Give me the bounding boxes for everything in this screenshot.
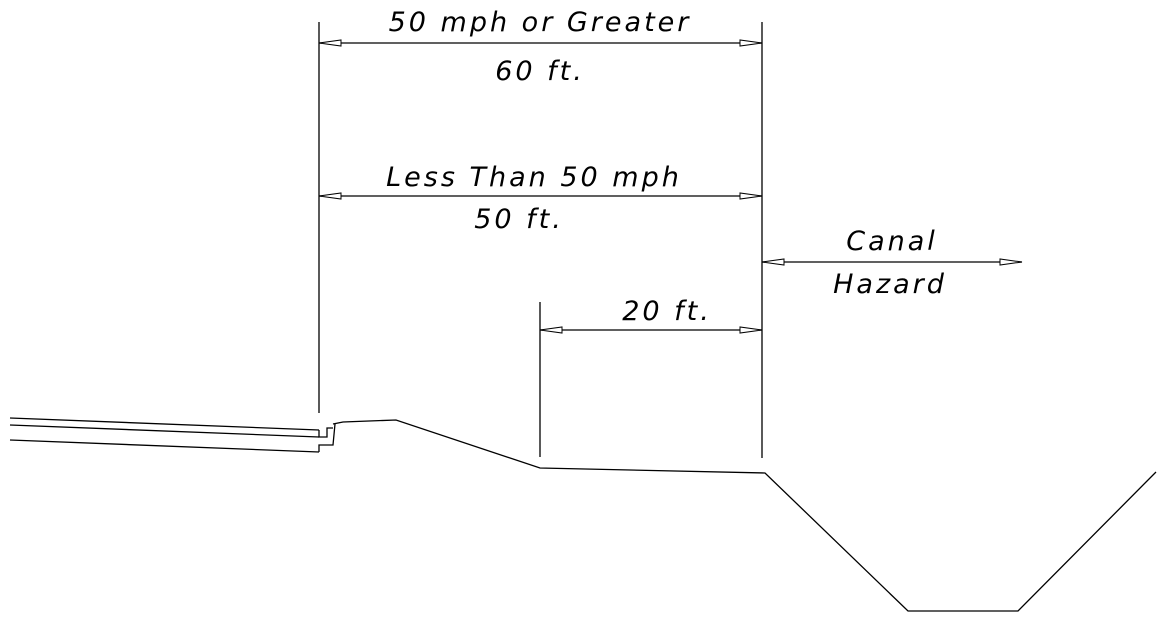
dimension-high-speed: 50 mph or Greater 60 ft. (318, 7, 763, 87)
pavement-bottom-line (9, 439, 320, 453)
arrowhead-right (739, 326, 763, 334)
low-speed-label: Less Than 50 mph (386, 162, 682, 193)
hazard-label: Hazard (833, 269, 947, 300)
arrowhead-right (739, 192, 763, 200)
arrowhead-right (739, 39, 763, 47)
ground-profile (332, 419, 1157, 612)
roadway-section (9, 417, 336, 453)
curb-face (318, 427, 333, 438)
arrowhead-left (761, 258, 785, 266)
arrowhead-left (318, 39, 342, 47)
low-speed-distance-label: 50 ft. (474, 204, 564, 235)
canal-label: Canal (846, 226, 938, 257)
pavement-mid-line (9, 424, 320, 438)
arrowhead-right (999, 258, 1023, 266)
curb-outline (318, 423, 336, 452)
high-speed-label: 50 mph or Greater (389, 7, 692, 38)
pavement-top-line (9, 417, 320, 431)
short-distance-label: 20 ft. (622, 296, 712, 327)
dimension-low-speed: Less Than 50 mph 50 ft. (318, 162, 763, 235)
arrowhead-left (318, 192, 342, 200)
dimension-hazard: Canal Hazard (761, 226, 1023, 300)
dimension-short: 20 ft. (539, 296, 763, 334)
arrowhead-left (539, 326, 563, 334)
high-speed-distance-label: 60 ft. (495, 56, 585, 87)
